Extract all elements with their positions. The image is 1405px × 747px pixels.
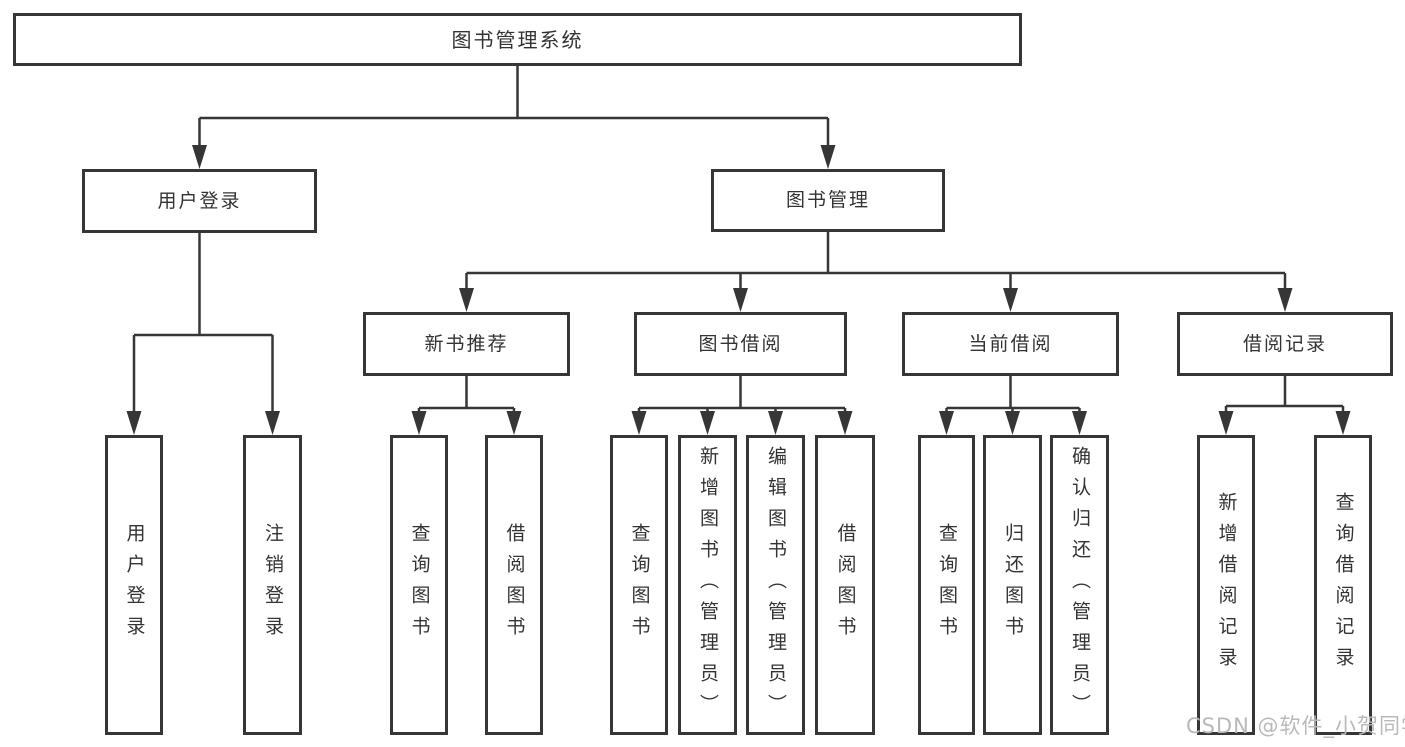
node-label-leaf-br-query: 查询借阅记录 (1332, 492, 1355, 678)
watermark: CSDN @软件_小贺同学 (1186, 714, 1405, 738)
node-label-leaf-bb-borrow: 借阅图书 (834, 523, 857, 647)
node-label-user-login: 用户登录 (157, 189, 242, 212)
node-label-new-book-rec: 新书推荐 (424, 332, 509, 355)
node-leaf-bb-borrow: 借阅图书 (815, 435, 875, 735)
node-leaf-user-login: 用户登录 (105, 435, 163, 735)
node-label-leaf-bb-add: 新增图书（管理员） (697, 445, 719, 725)
node-label-leaf-cb-confirm: 确认归还（管理员） (1069, 445, 1091, 725)
node-label-leaf-br-add: 新增借阅记录 (1215, 492, 1238, 678)
node-label-leaf-bb-query: 查询图书 (628, 523, 651, 647)
arrowhead-icon (126, 145, 1351, 435)
node-leaf-br-query: 查询借阅记录 (1314, 435, 1372, 735)
node-current-borrow: 当前借阅 (902, 312, 1119, 376)
node-new-book-rec: 新书推荐 (363, 312, 570, 376)
node-leaf-cb-return: 归还图书 (983, 435, 1042, 735)
node-label-borrow-record: 借阅记录 (1242, 332, 1327, 355)
node-label-leaf-rec-borrow: 借阅图书 (503, 523, 526, 647)
node-label-root: 图书管理系统 (451, 27, 584, 52)
node-leaf-bb-add: 新增图书（管理员） (678, 435, 737, 735)
node-label-current-borrow: 当前借阅 (968, 332, 1053, 355)
node-leaf-bb-query: 查询图书 (610, 435, 668, 735)
node-label-leaf-user-login: 用户登录 (123, 523, 146, 647)
node-leaf-rec-borrow: 借阅图书 (485, 435, 543, 735)
node-leaf-br-add: 新增借阅记录 (1197, 435, 1255, 735)
node-label-book-mgmt: 图书管理 (785, 189, 870, 212)
node-book-mgmt: 图书管理 (711, 169, 945, 232)
node-label-leaf-cb-return: 归还图书 (1002, 523, 1024, 647)
node-leaf-rec-query: 查询图书 (390, 435, 448, 735)
node-leaf-cb-query: 查询图书 (918, 435, 975, 735)
node-leaf-logout: 注销登录 (243, 435, 302, 735)
node-label-leaf-rec-query: 查询图书 (408, 523, 431, 647)
node-leaf-cb-confirm: 确认归还（管理员） (1050, 435, 1109, 735)
node-root: 图书管理系统 (13, 13, 1022, 66)
node-book-borrow: 图书借阅 (634, 312, 847, 376)
node-leaf-bb-edit: 编辑图书（管理员） (746, 435, 805, 735)
node-user-login: 用户登录 (82, 169, 317, 233)
node-label-book-borrow: 图书借阅 (698, 332, 783, 355)
node-label-leaf-logout: 注销登录 (262, 523, 284, 647)
node-label-leaf-cb-query: 查询图书 (936, 523, 958, 647)
node-label-leaf-bb-edit: 编辑图书（管理员） (765, 445, 787, 725)
node-borrow-record: 借阅记录 (1177, 312, 1393, 376)
